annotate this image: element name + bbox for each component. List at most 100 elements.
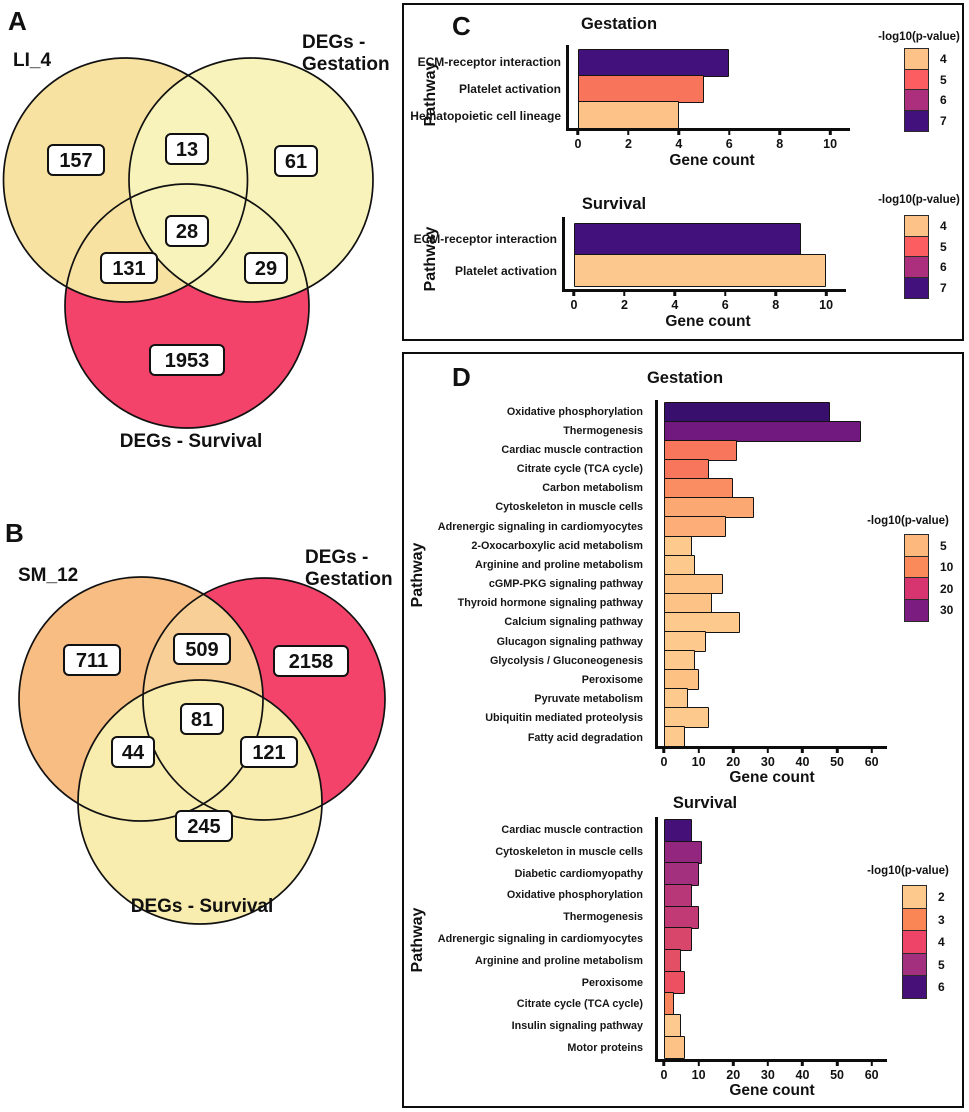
bar-label: Thyroid hormone signaling pathway — [457, 597, 643, 610]
venn-a-count-only3: 1953 — [149, 344, 225, 376]
bar-row — [664, 611, 880, 633]
bar-row — [664, 688, 880, 709]
bar-row — [664, 592, 880, 614]
venn-a-outline-3 — [64, 183, 310, 429]
legend-item: 2 — [902, 885, 945, 909]
bar-label: Peroxisome — [581, 976, 643, 989]
bar-row — [664, 421, 880, 442]
bar — [664, 497, 754, 519]
panel-c-box: C Gestation Pathway ECM-receptor interac… — [402, 3, 964, 341]
venn-b-outline-2 — [142, 577, 386, 821]
bar-row — [664, 970, 880, 994]
venn-a-count-n123: 28 — [165, 215, 209, 247]
x-tick-label: 2 — [624, 137, 632, 151]
bar-row — [574, 223, 842, 256]
bar — [664, 992, 675, 1016]
x-tick-label: 10 — [691, 1068, 706, 1082]
chart-title: Survival — [581, 195, 647, 213]
bar — [664, 516, 727, 538]
x-tick-label: 10 — [823, 137, 838, 151]
svg-text:509: 509 — [185, 639, 218, 661]
bars-area — [574, 223, 842, 287]
legend-value: 7 — [940, 113, 947, 128]
bar-label: Diabetic cardiomyopathy — [514, 867, 643, 880]
bar-row — [664, 884, 880, 908]
venn-b-count-only1: 711 — [63, 644, 121, 676]
bar-row — [664, 478, 880, 499]
bar-row — [664, 459, 880, 480]
panel-b-label: B — [5, 518, 24, 548]
bar — [574, 254, 827, 287]
bar-label: Thermogenesis — [563, 911, 643, 924]
bar-row — [664, 707, 880, 728]
bar-label: Cytoskeleton in muscle cells — [495, 845, 643, 858]
bar-row — [664, 905, 880, 929]
venn-b-set3-label: DEGs - Survival — [131, 896, 274, 917]
venn-b-outline-3 — [77, 679, 323, 925]
bar-row — [664, 819, 880, 843]
bar-row — [664, 949, 880, 973]
bar-label: Arginine and proline metabolism — [475, 954, 643, 967]
legend-value: 5 — [940, 239, 947, 254]
legend-value: 5 — [940, 72, 947, 87]
venn-a-set2-label-line2: Gestation — [302, 54, 390, 75]
venn-b-count-n123: 81 — [180, 703, 224, 735]
legend-swatch — [904, 109, 929, 132]
svg-text:29: 29 — [255, 258, 277, 280]
bar — [664, 573, 723, 595]
bars-area — [578, 49, 846, 130]
x-tick-label: 60 — [864, 1068, 879, 1082]
x-axis-line — [566, 128, 850, 131]
legend-item: 4 — [904, 215, 947, 237]
chart-title: Gestation — [646, 369, 724, 387]
legend-item: 30 — [904, 598, 953, 622]
bar-row — [664, 630, 880, 652]
svg-text:44: 44 — [122, 742, 145, 764]
legend-item: 5 — [904, 534, 953, 557]
legend-swatch — [902, 975, 927, 999]
venn-a-count-n23: 29 — [244, 252, 288, 284]
legend-swatch — [904, 235, 929, 258]
x-axis-line — [562, 289, 846, 292]
bar — [664, 478, 734, 499]
bar-row — [664, 554, 880, 576]
bar-label: Oxidative phosphorylation — [506, 405, 643, 418]
legend-value: 6 — [938, 980, 945, 994]
bar-row — [664, 1035, 880, 1059]
legend-item: 5 — [904, 68, 947, 91]
panel-c-label: C — [452, 11, 471, 41]
venn-b-set2-label-line1: DEGs - — [305, 547, 368, 568]
bar — [664, 862, 699, 886]
bar-row — [664, 669, 880, 690]
legend-value: 4 — [938, 935, 945, 949]
legend-value: 6 — [940, 93, 947, 107]
bar-label: Carbon metabolism — [542, 482, 643, 495]
bar-row — [664, 726, 880, 747]
x-tick-label: 10 — [691, 755, 706, 769]
venn-a-outline-1 — [2, 57, 249, 303]
venn-b-outline-1 — [18, 576, 264, 822]
x-tick-label: 6 — [725, 137, 733, 151]
bar-row — [664, 402, 880, 423]
venn-a-count-n13: 131 — [100, 252, 158, 284]
venn-a-set1-label: LI_4 — [13, 50, 51, 71]
svg-text:245: 245 — [187, 816, 220, 838]
legend-swatch — [904, 534, 929, 557]
venn-b-set1-label: SM_12 — [18, 565, 78, 586]
bar-label: Citrate cycle (TCA cycle) — [516, 998, 643, 1011]
bar — [664, 707, 709, 728]
bar — [578, 49, 730, 77]
y-axis-line — [655, 400, 658, 749]
bar-label: Ubiquitin mediated proteolysis — [485, 712, 643, 725]
panel-a-label: A — [8, 6, 27, 36]
bar-label: Motor proteins — [567, 1042, 643, 1055]
legend-item: 3 — [902, 907, 945, 932]
legend-value: 20 — [940, 581, 954, 596]
bar — [664, 402, 831, 423]
x-tick-label: 0 — [574, 137, 582, 151]
